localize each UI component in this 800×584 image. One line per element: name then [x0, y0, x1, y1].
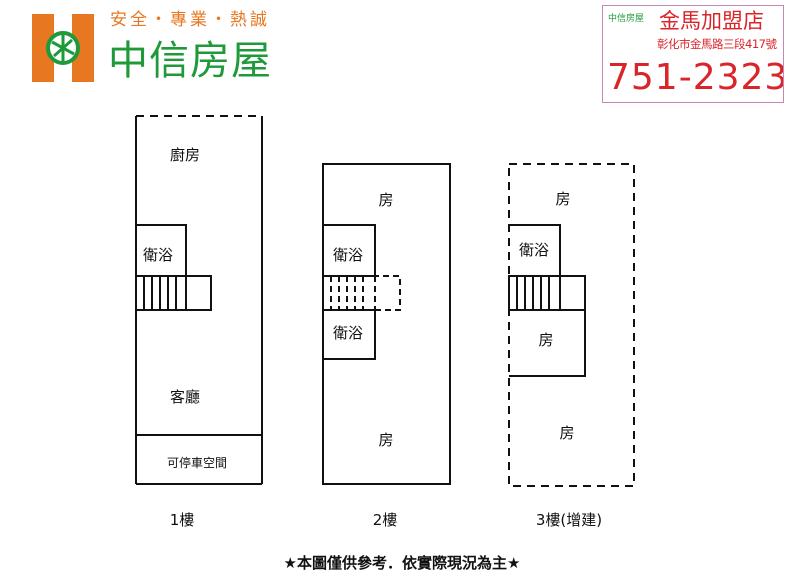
room-label: 衛浴: [332, 246, 364, 264]
floor-label: 1樓: [169, 511, 195, 529]
store-address: 彰化市金馬路三段417號: [657, 37, 777, 51]
room-label: 客廳: [169, 388, 201, 406]
room-label: 房: [378, 191, 394, 209]
room-label: 房: [559, 424, 575, 442]
room-label: 衛浴: [142, 246, 174, 264]
floor-2-plan: [322, 163, 451, 485]
room-label: 衛浴: [518, 241, 550, 259]
brand-logo-icon: [32, 14, 94, 82]
room-label: 廚房: [169, 146, 201, 164]
store-card: 中信房屋 金馬加盟店 彰化市金馬路三段417號 751-2323: [602, 5, 784, 103]
store-name: 金馬加盟店: [659, 9, 764, 33]
floor-label: 3樓(增建): [535, 511, 603, 529]
room-label: 房: [538, 331, 554, 349]
store-logo: 中信房屋: [608, 14, 645, 24]
room-label: 房: [555, 190, 571, 208]
disclaimer: ★本圖僅供參考．依實際現況為主★: [283, 554, 521, 572]
store-phone: 751-2323: [607, 57, 784, 98]
floor-1-plan: [135, 115, 263, 485]
brand-slogan: 安全・專業・熱誠: [110, 10, 270, 30]
room-label: 房: [378, 431, 394, 449]
floor-label: 2樓: [372, 511, 398, 529]
room-label: 可停車空間: [166, 456, 228, 470]
floor-3-plan: [508, 163, 635, 487]
room-label: 衛浴: [332, 324, 364, 342]
brand-name: 中信房屋: [108, 38, 272, 84]
